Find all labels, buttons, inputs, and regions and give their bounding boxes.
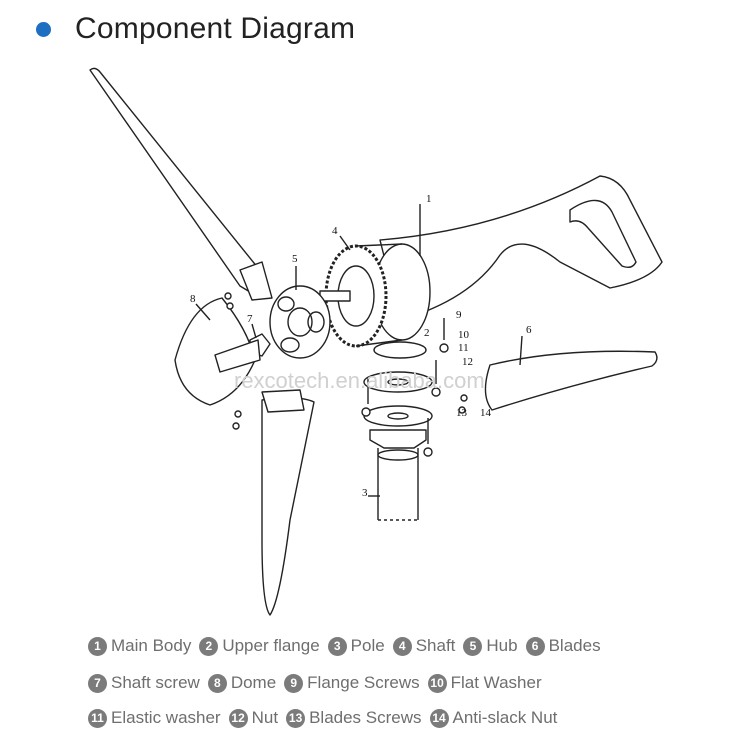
number-badge-icon: 9 — [284, 673, 304, 693]
blade-root-lower — [261, 389, 305, 413]
callout-4: 4 — [332, 225, 338, 237]
number-badge-icon: 6 — [525, 636, 545, 656]
callout-5: 5 — [292, 253, 298, 265]
callout-9: 9 — [456, 309, 462, 321]
page-title: Component Diagram — [75, 12, 356, 45]
callout-3: 3 — [362, 487, 368, 499]
blade-upper-left — [89, 67, 260, 293]
number-badge-icon: 14 — [429, 708, 449, 728]
pole-flange — [369, 429, 427, 449]
number-badge-icon: 10 — [427, 673, 447, 693]
number-badge-icon: 1 — [88, 636, 107, 656]
number-badge-icon: 11 — [88, 708, 107, 728]
pole — [377, 448, 419, 520]
callout-1: 1 — [426, 193, 432, 205]
callout-14: 14 — [480, 407, 492, 419]
number-badge-icon: 3 — [327, 636, 347, 656]
callout-7: 7 — [247, 313, 253, 325]
title-bullet-icon — [36, 21, 51, 37]
number-badge-icon: 2 — [199, 636, 219, 656]
number-badge-icon: 7 — [88, 673, 107, 693]
callout-10: 10 — [458, 329, 470, 341]
callout-13: 13 — [456, 407, 468, 419]
hub — [269, 285, 331, 359]
watermark: rexcotech.en.alibaba.com — [234, 368, 485, 393]
callout-6: 6 — [526, 324, 532, 336]
number-badge-icon: 8 — [207, 673, 227, 693]
callout-8: 8 — [190, 293, 196, 305]
number-badge-icon: 12 — [228, 708, 248, 728]
callout-12: 12 — [462, 356, 473, 368]
number-badge-icon: 4 — [392, 636, 412, 656]
upper-flange — [373, 341, 427, 359]
blade-right — [484, 350, 658, 411]
header: Component Diagram — [36, 12, 355, 46]
callout-11: 11 — [458, 342, 469, 354]
exploded-diagram: 1 2 3 4 5 6 7 8 9 10 11 12 13 14 rexcote… — [89, 67, 663, 616]
callout-2: 2 — [424, 327, 430, 339]
main-body — [379, 175, 663, 321]
number-badge-icon: 13 — [286, 708, 306, 728]
blade-lower — [261, 397, 315, 616]
number-badge-icon: 5 — [463, 636, 483, 656]
blade-root-upper — [239, 261, 273, 301]
shaft — [319, 290, 351, 302]
